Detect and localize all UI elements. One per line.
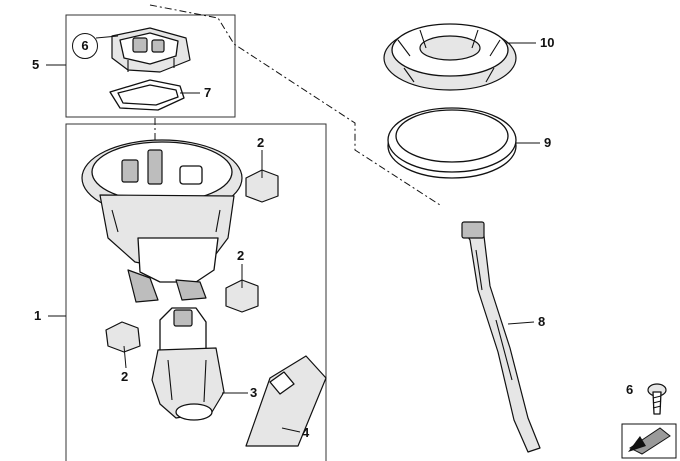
alignment-line-upper bbox=[149, 4, 441, 206]
filter-part-4 bbox=[245, 355, 327, 447]
screw-icon bbox=[647, 383, 667, 415]
callout-7: 7 bbox=[204, 85, 212, 100]
leader-2-lower bbox=[123, 345, 127, 369]
legend-arrow-icon bbox=[621, 423, 677, 459]
clip-part-2-lower bbox=[105, 321, 141, 353]
callout-5: 5 bbox=[32, 57, 40, 72]
callout-8: 8 bbox=[538, 314, 546, 329]
level-sensor-part-8 bbox=[461, 221, 541, 453]
pump-unit-part-3 bbox=[151, 307, 225, 421]
group-frame-1 bbox=[65, 123, 327, 461]
group-frame-5 bbox=[65, 14, 236, 118]
leader-4 bbox=[281, 427, 301, 433]
flange-cover-part-6 bbox=[111, 27, 191, 73]
callout-2-lower: 2 bbox=[121, 369, 129, 384]
seal-gasket-part-7 bbox=[109, 79, 185, 111]
pump-module-part-1 bbox=[81, 139, 243, 303]
callout-4: 4 bbox=[302, 425, 310, 440]
callout-10: 10 bbox=[540, 35, 555, 50]
callout-2-upper: 2 bbox=[257, 135, 265, 150]
sealing-ring-part-9 bbox=[387, 107, 517, 179]
callout-3: 3 bbox=[250, 385, 258, 400]
callout-2-middle: 2 bbox=[237, 248, 245, 263]
callout-1: 1 bbox=[34, 308, 42, 323]
leader-8 bbox=[507, 321, 535, 325]
callout-6-legend: 6 bbox=[626, 382, 634, 397]
filter-clip-part-4 bbox=[269, 371, 295, 395]
lock-ring-part-10 bbox=[383, 23, 517, 91]
callout-6-circled: 6 bbox=[72, 33, 98, 59]
leader-6 bbox=[95, 35, 119, 39]
callout-9: 9 bbox=[544, 135, 552, 150]
